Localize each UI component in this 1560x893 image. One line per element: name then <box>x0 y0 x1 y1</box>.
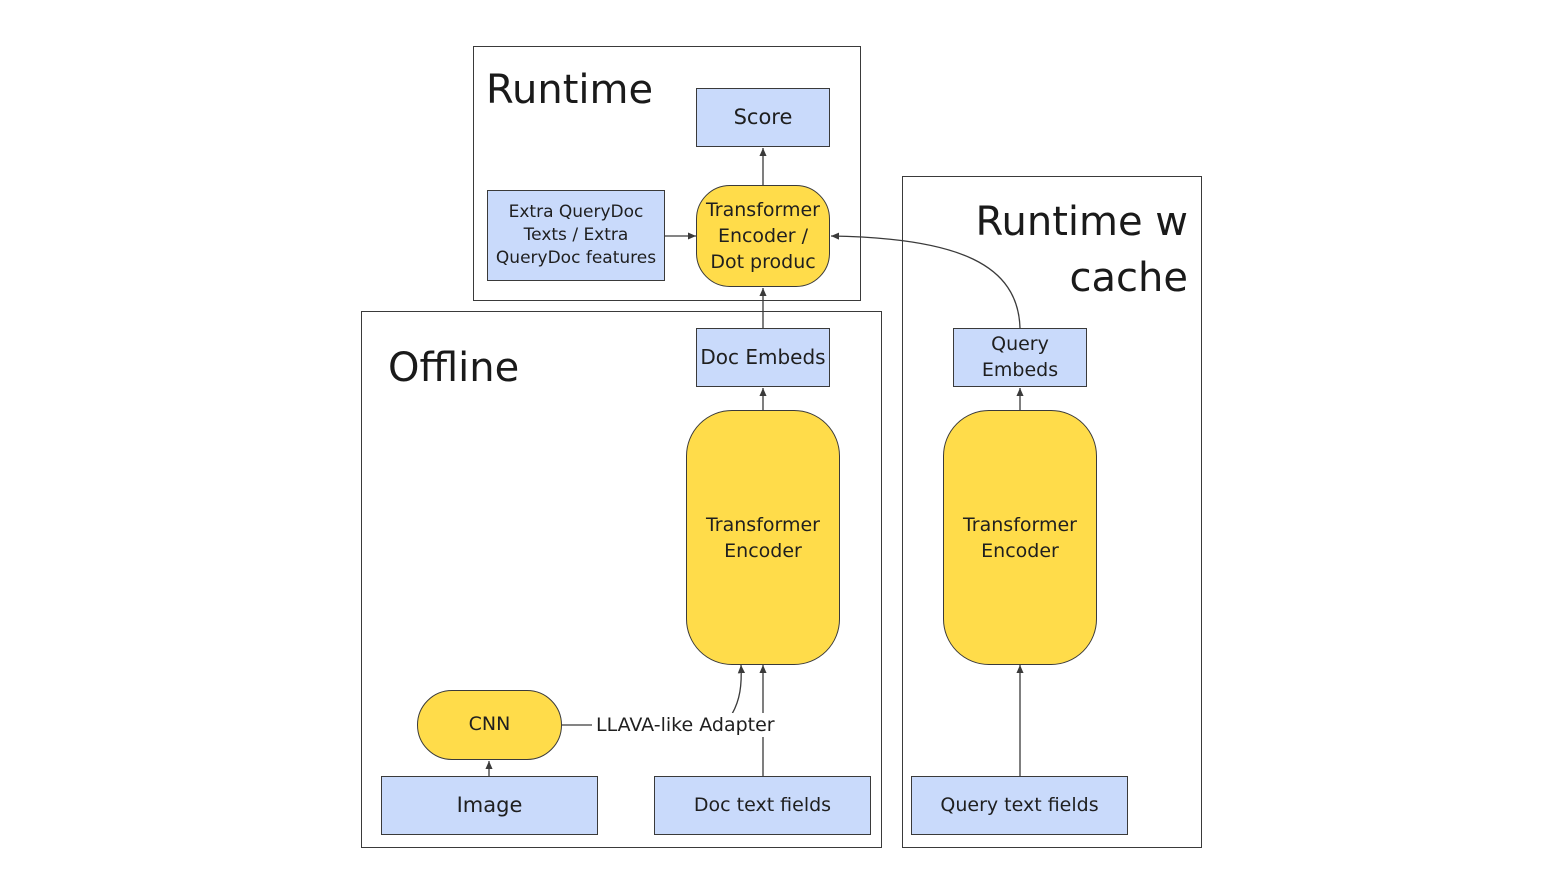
adapter-edge-label: LLAVA-like Adapter <box>596 713 775 737</box>
runtime-cache-title: Runtime w cache <box>975 199 1189 301</box>
image-node: Image <box>381 776 598 835</box>
cnn-node: CNN <box>417 690 562 760</box>
edge-adapter-to-docencoder <box>731 664 746 715</box>
offline-frame <box>361 311 882 848</box>
doc-embeds-node: Doc Embeds <box>696 328 830 387</box>
ranker-node: Transformer Encoder / Dot produc <box>696 185 830 287</box>
score-node: Score <box>696 88 830 147</box>
runtime-title: Runtime <box>486 67 654 113</box>
query-text-fields-node: Query text fields <box>911 776 1128 835</box>
query-encoder-node: Transformer Encoder <box>943 410 1097 665</box>
runtime-frame <box>473 46 861 301</box>
query-embeds-node: Query Embeds <box>953 328 1087 387</box>
runtime-cache-frame <box>902 176 1202 848</box>
edge-queryembeds-to-ranker <box>830 232 1021 329</box>
doc-encoder-node: Transformer Encoder <box>686 410 840 665</box>
extra-features-node: Extra QueryDoc Texts / Extra QueryDoc fe… <box>487 190 665 281</box>
offline-title: Offline <box>388 345 520 391</box>
doc-text-fields-node: Doc text fields <box>654 776 871 835</box>
